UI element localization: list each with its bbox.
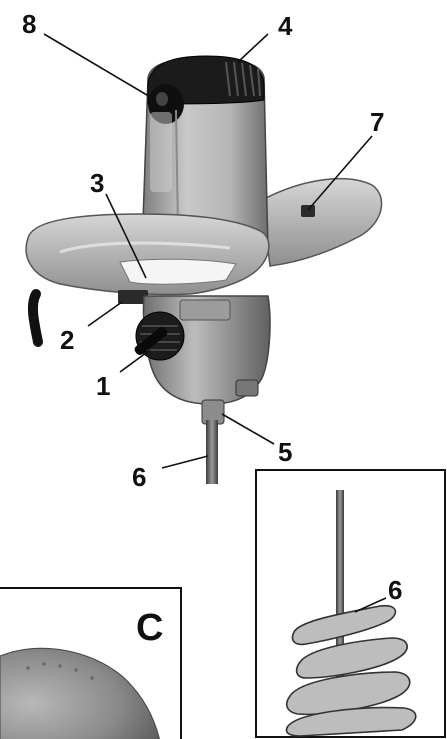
- vent-ribs: [225, 61, 261, 97]
- detail-c-inset: C: [0, 587, 182, 739]
- callout-7: 7: [370, 107, 384, 137]
- trigger-switch: [301, 205, 315, 217]
- lock-button: [118, 290, 148, 304]
- callout-8: 8: [22, 9, 36, 39]
- detail-c-handle-closeup: [0, 647, 160, 739]
- callout-4: 4: [278, 11, 293, 41]
- paddle-inset: 6: [255, 469, 446, 738]
- callout-3: 3: [90, 168, 104, 198]
- callout-5: 5: [278, 437, 292, 467]
- callout-1: 1: [96, 371, 110, 401]
- callout-labels: 8 4 7 3 2 1 5 6: [22, 9, 384, 492]
- mixer-tool: [25, 55, 383, 484]
- handle-rear: [261, 177, 383, 267]
- paddle-helix: [285, 604, 417, 737]
- leader-lines: [43, 33, 373, 469]
- detail-c-letter: C: [136, 607, 163, 649]
- paddle-callout-6: 6: [388, 575, 402, 605]
- paddle-shaft: [206, 420, 218, 484]
- power-cord: [27, 289, 43, 347]
- callout-2: 2: [60, 325, 74, 355]
- callout-6: 6: [132, 462, 146, 492]
